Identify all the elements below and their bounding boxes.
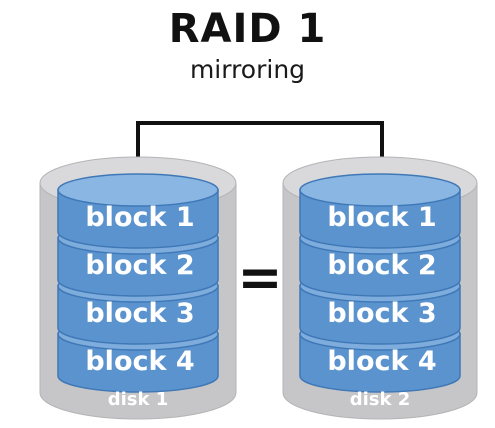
disk-1: block 4 block 3 block 2 block 1 disk 1 — [39, 156, 237, 420]
disk-1-block-1-label: block 1 — [85, 202, 194, 233]
equals-sign: = — [237, 246, 282, 309]
disk-2-block-2-label: block 2 — [327, 250, 436, 281]
disk-2-label: disk 2 — [350, 389, 411, 410]
disk-2-block-1: block 1 — [299, 173, 461, 249]
diagram-title: RAID 1 — [168, 6, 327, 52]
disk-2-block-4-label: block 4 — [327, 346, 436, 377]
disk-2: block 4 block 3 block 2 block 1 disk 2 — [282, 156, 478, 420]
mirror-connector — [136, 121, 384, 172]
disk-1-block-3-label: block 3 — [85, 298, 194, 329]
diagram-subtitle: mirroring — [189, 55, 306, 84]
disk-1-block-1: block 1 — [57, 173, 219, 249]
disk-1-block-4-label: block 4 — [85, 346, 194, 377]
disk-1-block-2-label: block 2 — [85, 250, 194, 281]
disk-2-block-3-label: block 3 — [327, 298, 436, 329]
disk-2-block-1-label: block 1 — [327, 202, 436, 233]
disk-1-label: disk 1 — [108, 389, 169, 410]
